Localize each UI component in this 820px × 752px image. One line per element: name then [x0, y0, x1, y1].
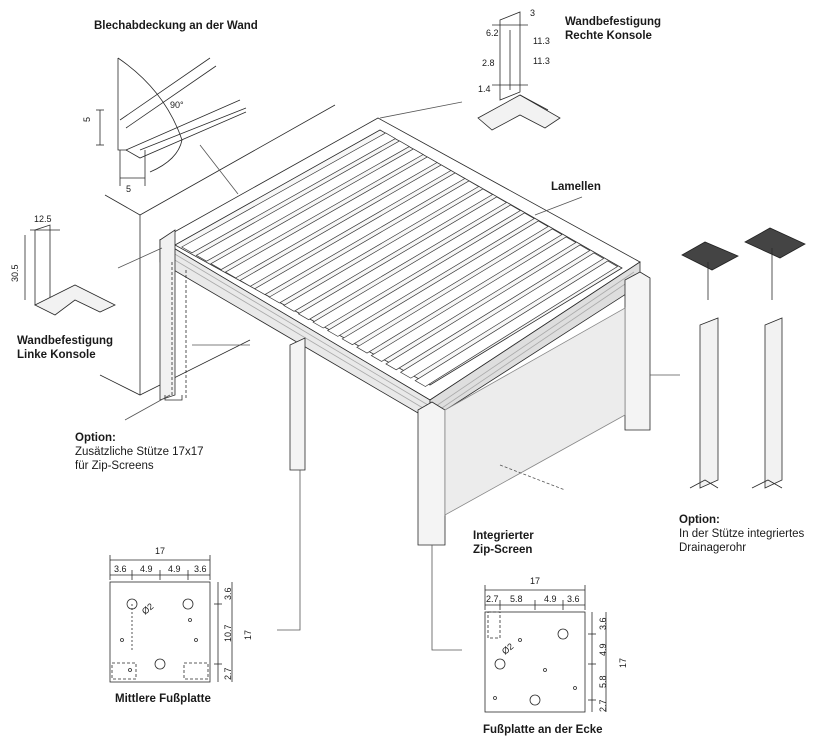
- label-right-bracket-1: Wandbefestigung: [565, 16, 662, 28]
- dim-mp-17: 17: [155, 546, 165, 556]
- dim-mp-r27: 2.7: [223, 667, 233, 680]
- label-right-bracket-2: Rechte Konsole: [565, 30, 652, 42]
- louvre-slat: [399, 252, 605, 379]
- louvre-slat: [341, 220, 549, 346]
- label-corner-plate: Fußplatte an der Ecke: [483, 724, 603, 736]
- dim-rb-62: 6.2: [486, 28, 499, 38]
- dim-lb-125: 12.5: [34, 214, 52, 224]
- posts: [159, 229, 651, 546]
- dim-cp-58: 5.8: [510, 594, 523, 604]
- right-bracket-detail: [477, 11, 561, 131]
- louvre-slat: [356, 228, 563, 354]
- label-louvres: Lamellen: [551, 181, 601, 193]
- label-option-post-2: Zusätzliche Stütze 17x17: [75, 446, 204, 458]
- dim-cp-27: 2.7: [486, 594, 499, 604]
- mid-plate-drawing: [109, 555, 233, 683]
- dim-cp-r27: 2.7: [598, 699, 608, 712]
- label-option-post-3: für Zip-Screens: [75, 460, 154, 472]
- dim-mp-36b: 3.6: [194, 564, 207, 574]
- label-option-drain-3: Drainagerohr: [679, 542, 747, 554]
- louvre-slat: [385, 244, 591, 371]
- dim-flashing-h: 5: [82, 117, 92, 122]
- dim-mp-r107: 10.7: [223, 624, 233, 642]
- dim-rb-113b: 11.3: [533, 56, 550, 66]
- louvre-slat: [414, 260, 619, 387]
- dim-mp-r36: 3.6: [223, 587, 233, 600]
- louvre-slat: [224, 156, 438, 279]
- wall-flashing-detail: [96, 57, 247, 186]
- drainage-detail: [681, 227, 806, 489]
- louvre-slat: [370, 236, 577, 362]
- louvre-slat: [283, 188, 494, 312]
- dim-cp-r58: 5.8: [598, 675, 608, 688]
- dim-cp-r36: 3.6: [598, 617, 608, 630]
- louvre-slat: [195, 140, 410, 262]
- louvre-slat: [253, 172, 466, 296]
- louvre-slat: [326, 212, 535, 337]
- dim-rb-113a: 11.3: [533, 36, 550, 46]
- label-option-drain-1: Option:: [679, 514, 720, 526]
- dim-cp-36: 3.6: [567, 594, 580, 604]
- label-left-bracket-1: Wandbefestigung: [17, 335, 114, 347]
- louvre-slat: [239, 164, 452, 287]
- dim-cp-17: 17: [530, 576, 540, 586]
- dim-rb-28: 2.8: [482, 58, 495, 68]
- corner-plate-drawing: [484, 585, 607, 713]
- louvre-slat: [297, 196, 508, 321]
- louvre-slat: [312, 204, 522, 329]
- label-wall-flashing: Blechabdeckung an der Wand: [94, 20, 258, 32]
- dim-lb-305: 30.5: [10, 264, 20, 282]
- dim-mp-49b: 4.9: [168, 564, 181, 574]
- dim-rb-3: 3: [530, 8, 535, 18]
- zip-screen: [444, 307, 626, 516]
- label-mid-plate: Mittlere Fußplatte: [115, 693, 211, 705]
- dim-mp-side17: 17: [243, 630, 253, 640]
- dim-cp-side17: 17: [618, 658, 628, 668]
- dim-mp-36a: 3.6: [114, 564, 127, 574]
- dim-rb-14: 1.4: [478, 84, 491, 94]
- label-zip-1: Integrierter: [473, 530, 534, 542]
- dim-cp-r49: 4.9: [598, 643, 608, 656]
- dim-mp-49a: 4.9: [140, 564, 153, 574]
- label-left-bracket-2: Linke Konsole: [17, 349, 96, 361]
- left-bracket-detail: [24, 224, 116, 316]
- label-zip-2: Zip-Screen: [473, 544, 533, 556]
- louvre-slat: [181, 132, 397, 254]
- dim-cp-49: 4.9: [544, 594, 557, 604]
- louvre-slat: [268, 180, 480, 304]
- label-option-post-1: Option:: [75, 432, 116, 444]
- pergola-roof: [159, 117, 641, 421]
- dim-flashing-w: 5: [126, 184, 131, 194]
- label-option-drain-2: In der Stütze integriertes: [679, 528, 805, 540]
- dim-flashing-angle: 90°: [170, 100, 184, 110]
- louvre-slat: [210, 148, 424, 270]
